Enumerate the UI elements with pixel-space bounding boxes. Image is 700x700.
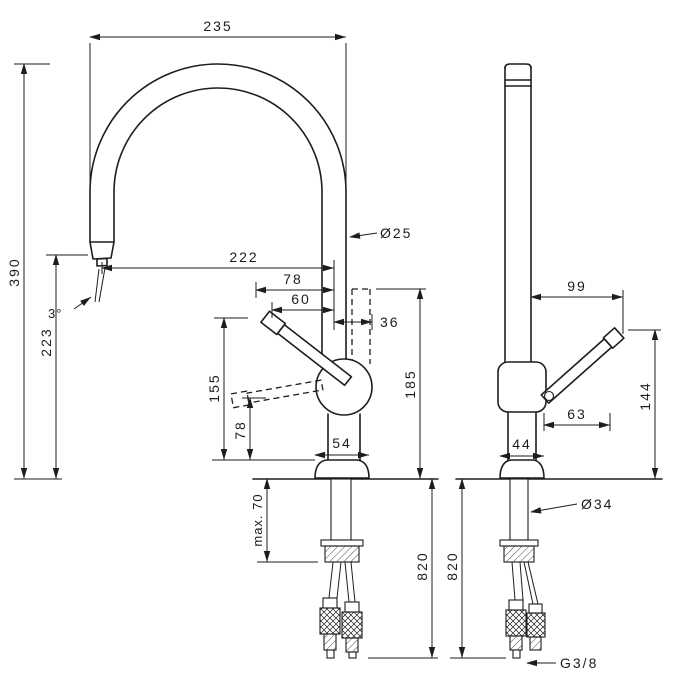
spray-angle-label: 3° — [48, 306, 62, 321]
dim-60-label: 60 — [291, 291, 311, 307]
dim-max70-label: max. 70 — [250, 493, 265, 546]
dim-36-label: 36 — [380, 314, 400, 330]
side-view: 99 144 63 44 Ø34 820 G3/8 — [444, 63, 663, 671]
dim-44-label: 44 — [512, 436, 532, 452]
dim-max-70: max. 70 — [250, 478, 318, 563]
dim-54: 54 — [314, 435, 369, 459]
thread-label: G3/8 — [560, 655, 598, 671]
dim-820-left: 820 — [368, 478, 438, 659]
supply-hoses — [328, 561, 356, 603]
dim-99: 99 — [530, 278, 624, 334]
spout-outlet — [89, 241, 115, 267]
dim-63-label: 63 — [567, 406, 587, 422]
pipe-diameter-label: Ø25 — [380, 225, 412, 241]
water-stream — [94, 267, 106, 303]
dim-36: 36 — [333, 314, 400, 330]
dim-78v-label: 78 — [232, 420, 248, 440]
dim-235-label: 235 — [203, 18, 232, 34]
dim-390: 390 — [6, 63, 62, 480]
dim-78-vertical: 78 — [212, 397, 315, 461]
dim-235: 235 — [89, 18, 347, 186]
mounting-shank — [509, 478, 529, 541]
dim-185: 185 — [376, 288, 426, 479]
dim-60: 60 — [271, 291, 334, 318]
valve-body — [497, 361, 547, 413]
base-escutcheon — [314, 459, 370, 479]
handle-lever-solid — [260, 310, 353, 387]
handle-lever-dashed-up — [351, 288, 371, 364]
dim-155-label: 155 — [206, 373, 222, 402]
dim-820-left-label: 820 — [414, 551, 430, 580]
dim-144: 144 — [628, 329, 661, 479]
dim-223: 223 — [38, 254, 88, 479]
dim-78-horizontal: 78 — [255, 271, 334, 298]
front-view: 235 390 223 3° Ø25 222 — [6, 18, 439, 659]
handle-pivot — [543, 390, 555, 402]
dim-78h-label: 78 — [283, 271, 303, 287]
base-escutcheon — [499, 459, 545, 479]
dim-155: 155 — [206, 317, 248, 460]
dim-escutcheon-diameter: Ø34 — [530, 496, 613, 514]
body-cylinder — [507, 411, 537, 461]
dim-222-label: 222 — [229, 249, 258, 265]
dim-820-right-label: 820 — [444, 551, 460, 580]
dim-185-label: 185 — [402, 369, 418, 398]
hose-fittings — [319, 597, 363, 659]
spout-arc — [89, 63, 347, 360]
dim-54-label: 54 — [332, 435, 352, 451]
dim-390-label: 390 — [6, 257, 22, 286]
handle-grip — [602, 327, 625, 349]
handle-lever — [540, 327, 625, 404]
mounting-nut — [320, 539, 364, 563]
dim-223-label: 223 — [38, 327, 54, 356]
supply-hoses — [511, 561, 539, 605]
dim-820-right: 820 — [444, 478, 506, 659]
dim-44: 44 — [499, 436, 544, 460]
mounting-nut — [499, 539, 539, 563]
dim-pipe-diameter: Ø25 — [349, 225, 412, 241]
hose-fittings — [505, 599, 546, 659]
dim-spray-angle: 3° — [48, 296, 92, 321]
dim-144-label: 144 — [637, 381, 653, 410]
dim-99-label: 99 — [567, 278, 587, 294]
dim-thread: G3/8 — [526, 655, 598, 671]
riser-pipe — [504, 63, 532, 363]
mounting-shank — [330, 478, 352, 541]
dim-63: 63 — [543, 406, 611, 431]
handle-lever-dashed-low — [230, 379, 324, 409]
escutcheon-diameter-label: Ø34 — [581, 496, 613, 512]
dim-222: 222 — [101, 249, 335, 330]
